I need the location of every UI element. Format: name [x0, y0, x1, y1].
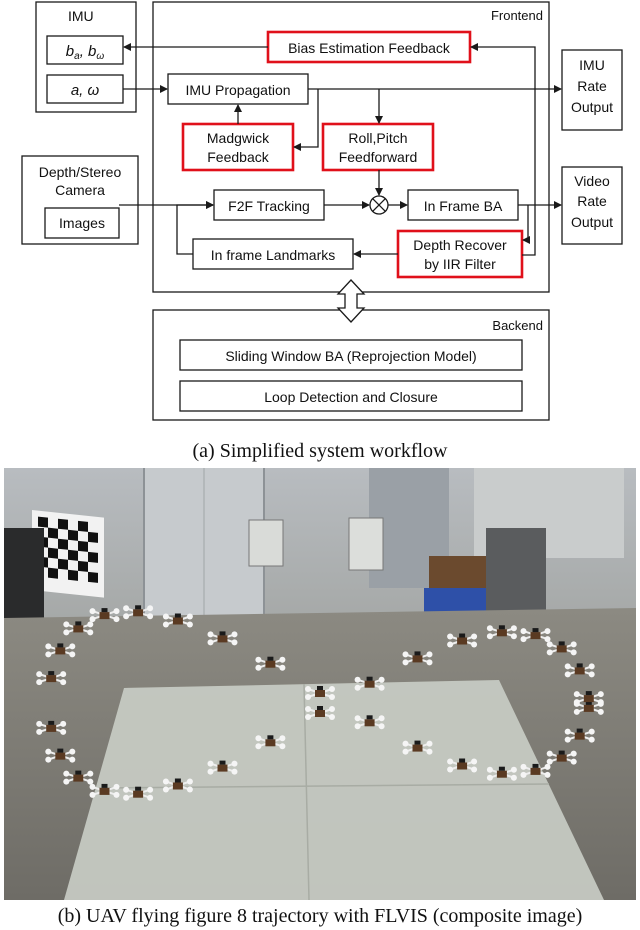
camera-block: Depth/Stereo Camera Images — [21, 155, 139, 245]
video-rate-output-block: Video Rate Output — [561, 166, 623, 245]
depth-recover-label-line1: Depth Recover — [413, 237, 507, 253]
drone-icon — [36, 671, 67, 686]
sliding-window-box — [179, 339, 523, 371]
drone-icon — [305, 686, 335, 700]
drone-icon — [573, 691, 604, 706]
imu-measurement-label: a, ω — [71, 82, 100, 99]
in-frame-ba-label: In Frame BA — [424, 198, 503, 214]
drone-icon — [162, 613, 193, 628]
landmarks-label: In frame Landmarks — [211, 247, 336, 263]
bias-sub-w: ω — [96, 51, 104, 62]
video-output-line2: Rate — [577, 193, 607, 209]
rollpitch-label-line2: Feedforward — [339, 149, 418, 165]
drone-icon — [255, 656, 286, 671]
imu-title: IMU — [68, 8, 94, 24]
drone-icon — [564, 728, 595, 743]
frontend-title: Frontend — [491, 8, 543, 23]
drone-icon — [255, 735, 286, 750]
drone-icon — [207, 631, 238, 646]
madgwick-label-line1: Madgwick — [207, 130, 270, 146]
imu-rate-output-block: IMU Rate Output — [561, 49, 623, 131]
rollpitch-box — [321, 122, 435, 172]
drone-icon — [546, 750, 577, 765]
madgwick-label-line2: Feedback — [207, 149, 269, 165]
drone-icon — [354, 715, 385, 730]
drone-icon — [520, 763, 551, 778]
drone-icon — [89, 608, 120, 623]
imu-output-line3: Output — [571, 99, 613, 115]
bias-sub-a: a — [74, 51, 80, 62]
imu-output-line1: IMU — [579, 57, 605, 73]
drone-icon — [123, 605, 154, 620]
backend-block: Backend Sliding Window BA (Reprojection … — [152, 309, 550, 421]
caption-b: (b) UAV flying figure 8 trajectory with … — [57, 905, 583, 927]
loop-detection-box — [179, 380, 523, 412]
drone-trajectory — [36, 605, 604, 801]
drone-icon — [546, 641, 577, 656]
drone-icon — [354, 676, 385, 691]
drone-icon — [486, 625, 517, 640]
drone-icon — [45, 643, 76, 658]
drone-icon — [520, 628, 551, 643]
connectors — [119, 43, 562, 258]
imu-block: IMU ba, bω a, ω — [35, 1, 137, 113]
backend-title: Backend — [492, 318, 543, 333]
video-output-line3: Output — [571, 214, 613, 230]
images-label: Images — [59, 215, 105, 231]
drone-icon — [63, 621, 94, 636]
caption-a: (a) Simplified system workflow — [192, 440, 448, 462]
drone-icon — [402, 740, 433, 755]
drone-icon — [45, 748, 76, 763]
sliding-window-label: Sliding Window BA (Reprojection Model) — [225, 348, 476, 364]
drone-icon — [305, 706, 335, 720]
depth-recover-label-line2: by IIR Filter — [424, 256, 496, 272]
drone-icon — [207, 760, 238, 775]
drone-icon — [63, 770, 94, 785]
loop-detection-label: Loop Detection and Closure — [264, 389, 438, 405]
drone-icon — [162, 778, 193, 793]
bias-state-label: ba, bω — [66, 43, 105, 62]
drone-icon — [89, 783, 120, 798]
drone-icon — [447, 633, 478, 648]
frontend-block: Frontend Bias Estimation Feedback IMU Pr… — [152, 1, 550, 293]
drone-icon — [564, 663, 595, 678]
drone-icon — [123, 786, 154, 801]
drone-icon — [402, 651, 433, 666]
camera-title-line1: Depth/Stereo — [39, 164, 122, 180]
f2f-tracking-label: F2F Tracking — [228, 198, 310, 214]
drone-icon — [36, 720, 67, 735]
system-workflow-diagram: IMU ba, bω a, ω Depth/Stereo Camera Imag… — [21, 1, 623, 421]
frontend-backend-double-arrow-icon — [336, 279, 366, 323]
drone-icon — [486, 766, 517, 781]
imu-propagation-label: IMU Propagation — [185, 82, 290, 98]
camera-title-line2: Camera — [55, 182, 105, 198]
uav-trajectory-composite-photo — [4, 468, 636, 900]
drone-icon — [447, 758, 478, 773]
video-output-line1: Video — [574, 173, 610, 189]
imu-output-line2: Rate — [577, 78, 607, 94]
bias-feedback-label: Bias Estimation Feedback — [288, 40, 451, 56]
images-box — [44, 207, 120, 239]
rollpitch-label-line1: Roll,Pitch — [348, 130, 407, 146]
floor-mat — [64, 680, 604, 900]
